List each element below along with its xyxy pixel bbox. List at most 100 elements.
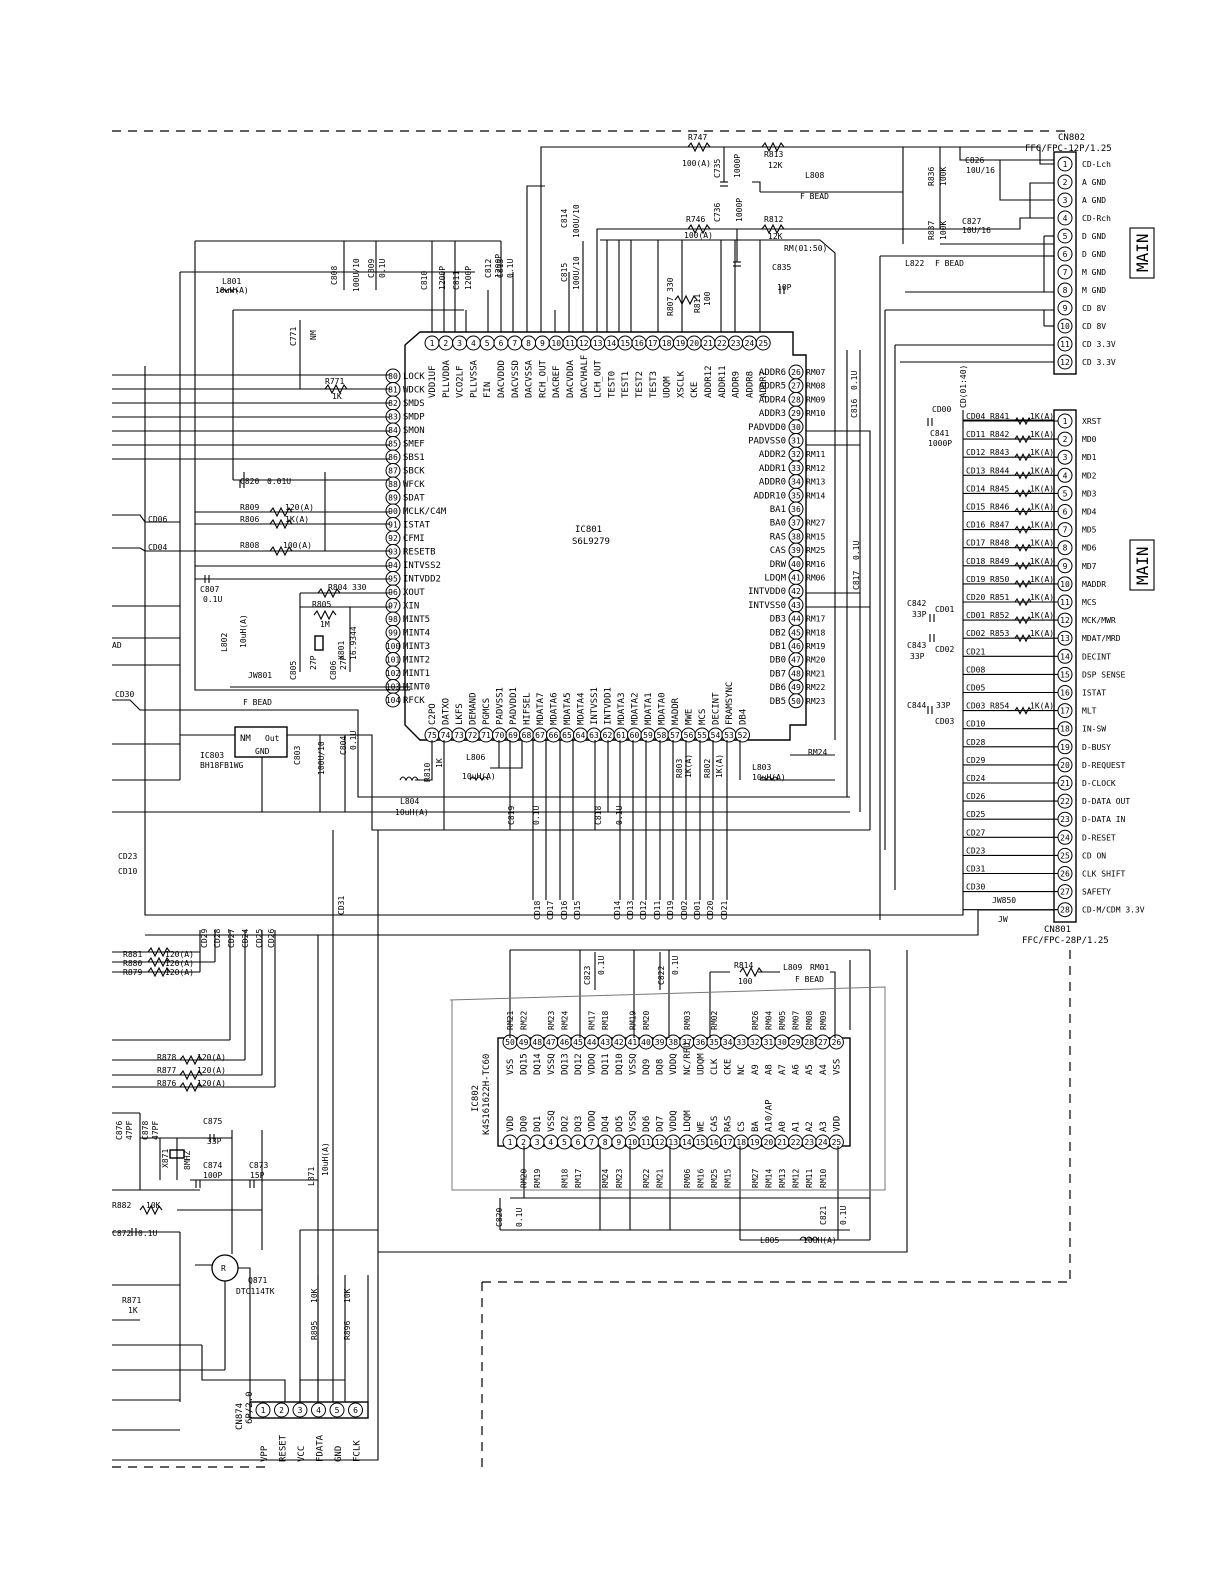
pin-number: 100 — [386, 642, 401, 651]
pin-number: 80 — [388, 372, 398, 381]
ic802-pin-11: 11 — [638, 1134, 654, 1150]
ic801-pin-104: 104 — [385, 692, 401, 708]
label-r747: R747 — [688, 133, 707, 142]
pin-number: 43 — [791, 601, 801, 610]
pin-number: 12 — [1060, 358, 1070, 367]
rm-net-label: RM22 — [520, 1011, 529, 1030]
pin-number: 19 — [676, 339, 686, 348]
ic801-pin-label: LCH_OUT — [594, 359, 604, 398]
pin-number: 23 — [1060, 815, 1070, 824]
main-label-top: MAIN — [1133, 233, 1152, 272]
ic801-pin-55: 55 — [694, 727, 710, 743]
rm-net-label: RM20 — [642, 1011, 651, 1030]
label-r813: R813 — [764, 150, 783, 159]
ic802-pin-46: 46 — [556, 1034, 572, 1050]
ic801-pin-label: MINT0 — [403, 683, 430, 693]
label-l809rm: RM01 — [810, 963, 829, 972]
label-l822v: F BEAD — [935, 259, 964, 268]
label-c823v: 0.1U — [597, 956, 606, 975]
ic801-pin-58: 58 — [654, 727, 669, 743]
cn802-pin-label: A GND — [1082, 196, 1106, 205]
pin-number: 58 — [657, 731, 667, 740]
ic801-pin-label: MCLK/C4M — [403, 507, 447, 517]
label-c806v: 27P — [339, 655, 348, 670]
label-r805: R805 — [312, 600, 331, 609]
pin-number: 14 — [1060, 652, 1070, 661]
resistor-value: 1K(A) — [1030, 557, 1054, 566]
resistor-value: 1K(A) — [1030, 484, 1054, 493]
ic802-pin-49: 49 — [516, 1034, 532, 1050]
ic801-pin-label: HIFSEL — [523, 692, 533, 725]
label-c808v: 100U/10 — [352, 258, 361, 292]
cn801-pin-label: MD6 — [1082, 544, 1097, 553]
rm-net-label: RM12 — [792, 1169, 801, 1188]
ic801-pin-label: TEST1 — [621, 371, 631, 398]
ic801-body — [404, 331, 807, 741]
cn801-pin-15: 15 — [1057, 666, 1073, 682]
resistor-value: 1K(A) — [1030, 430, 1054, 439]
label-cd01a: CD01 — [935, 605, 954, 614]
cn874-pin-3: 3 — [292, 1402, 308, 1418]
ic802-pin-25: 25 — [828, 1134, 844, 1150]
label-r837v: 100K — [939, 221, 948, 240]
label-c804: C804 — [339, 736, 348, 755]
label-c815: C815 — [560, 263, 569, 282]
ic801-pin-100: 100 — [385, 638, 401, 654]
pin-number: 30 — [791, 423, 801, 432]
ic802-pin-label: NC/RFU — [683, 1042, 693, 1075]
ic801-pin-label: ADDR4 — [759, 395, 786, 405]
pin-number: 7 — [1063, 526, 1068, 535]
rm-net-label: RM08 — [806, 382, 825, 391]
ic801-pin-50: 50 — [788, 693, 804, 709]
label-l801: L801 — [222, 277, 241, 286]
ic801-pin-label: LOCK — [403, 372, 425, 382]
resistor-ref: R844 — [990, 466, 1009, 475]
cn801-pin-2: 2 — [1057, 431, 1073, 447]
pin-number: 34 — [791, 478, 801, 487]
cn801-pin-5: 5 — [1057, 485, 1073, 501]
pin-number: 59 — [643, 731, 653, 740]
pin-number: 3 — [457, 339, 462, 348]
resistor-value: 1K(A) — [1030, 503, 1054, 512]
ic801-pin-32: 32 — [788, 446, 804, 462]
r771-resistor — [324, 383, 348, 395]
ic802-pin-36: 36 — [692, 1034, 708, 1050]
label-c817v: 0.1U — [852, 541, 861, 560]
label-r814: R814 — [734, 961, 753, 970]
label-r805v: 1M — [320, 620, 330, 629]
ic802-pin-15: 15 — [692, 1134, 708, 1150]
label-r879v: 120(A) — [165, 968, 194, 977]
ic801-pin-label: BA0 — [770, 519, 786, 529]
ic801-pin-label: XSCLK — [676, 370, 686, 398]
label-c809v: 0.1U — [378, 259, 387, 278]
label-c843: C843 — [907, 641, 926, 650]
pin-number: 47 — [546, 1038, 556, 1047]
ic802-pin-27: 27 — [815, 1034, 831, 1050]
label-cd13: CD13 — [626, 901, 635, 920]
ic801-pin-99: 99 — [385, 625, 401, 640]
ic802-pin-label: DQ0 — [520, 1116, 530, 1132]
pin-number: 9 — [1063, 304, 1068, 313]
ic802-pin-19: 19 — [747, 1134, 763, 1150]
resistor-value: 1K(A) — [1030, 611, 1054, 620]
label-c808: C808 — [330, 266, 339, 285]
pin-number: 89 — [388, 494, 398, 503]
pin-number: 29 — [791, 1038, 801, 1047]
label-r881v: 120(A) — [165, 950, 194, 959]
pin-number: 12 — [579, 339, 589, 348]
cn801-pin-label: D-RESET — [1082, 833, 1116, 842]
resistor-value: 1K(A) — [1030, 539, 1054, 548]
label-r882v: 10K — [146, 1201, 161, 1210]
ic801-pin-label: VCO2LF — [456, 365, 466, 398]
ic802-pin-40: 40 — [638, 1034, 654, 1050]
ic801-pin-23: 23 — [728, 335, 744, 351]
pin-number: 24 — [1060, 833, 1070, 842]
ic801-pin-label: DRW — [770, 560, 787, 570]
label-c878: C878 — [141, 1121, 150, 1140]
label-cd27: CD27 — [227, 929, 236, 948]
cn802-body — [1053, 151, 1077, 375]
rm-net-label: RM19 — [533, 1169, 542, 1188]
ic801-pin-label: ADDR6 — [759, 368, 786, 378]
resistor-value: 1K(A) — [1030, 702, 1054, 711]
label-c822v: 0.1U — [671, 956, 680, 975]
